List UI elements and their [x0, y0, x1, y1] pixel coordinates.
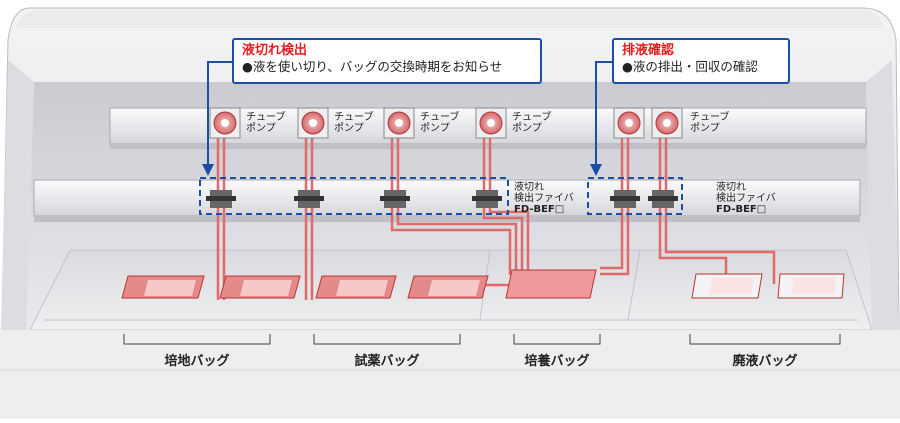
callout-description: ●液を使い切り、バッグの交換時期をお知らせ: [242, 59, 503, 74]
arrow-drain-confirm: [595, 61, 612, 166]
detect-zone-1: [199, 177, 509, 215]
fiber-label-line: 検出ファイバ: [514, 193, 574, 204]
callout-empty-detection: 液切れ検出 ●液を使い切り、バッグの交換時期をお知らせ: [232, 38, 542, 84]
detect-zone-2: [587, 177, 683, 215]
fiber-label-line: 液切れ: [716, 182, 746, 193]
callout-title: 排液確認: [622, 43, 675, 58]
callout-description: ●液の排出・回収の確認: [622, 59, 758, 74]
bag-brackets: [123, 334, 841, 345]
bag-category-reagent: 試薬バッグ: [354, 354, 420, 369]
fiber-label-left: 液切れ 検出ファイバ FD-BEF□: [514, 182, 574, 215]
pump-label: チューブ ポンプ: [420, 112, 460, 134]
bag-category-medium: 培地バッグ: [164, 354, 230, 369]
bag-category-culture: 培養バッグ: [524, 354, 590, 369]
pump-label: チューブ ポンプ: [690, 112, 730, 134]
pump-label: チューブ ポンプ: [334, 112, 374, 134]
fiber-model: FD-BEF□: [716, 204, 767, 215]
callout-drain-confirmation: 排液確認 ●液の排出・回収の確認: [612, 38, 790, 84]
pump-label: チューブ ポンプ: [512, 112, 552, 134]
fiber-label-line: 液切れ: [514, 182, 544, 193]
fiber-sensors: [206, 190, 678, 208]
fiber-model: FD-BEF□: [514, 204, 565, 215]
arrow-empty-detect: [207, 61, 232, 166]
fiber-shelf: [33, 179, 861, 217]
bags: [121, 269, 845, 299]
pump-label: チューブ ポンプ: [246, 112, 286, 134]
bag-category-waste: 廃液バッグ: [732, 354, 798, 369]
callout-title: 液切れ検出: [242, 43, 308, 58]
tube-pumps: [209, 107, 683, 139]
fiber-label-line: 検出ファイバ: [716, 193, 776, 204]
fiber-label-right: 液切れ 検出ファイバ FD-BEF□: [716, 182, 776, 215]
